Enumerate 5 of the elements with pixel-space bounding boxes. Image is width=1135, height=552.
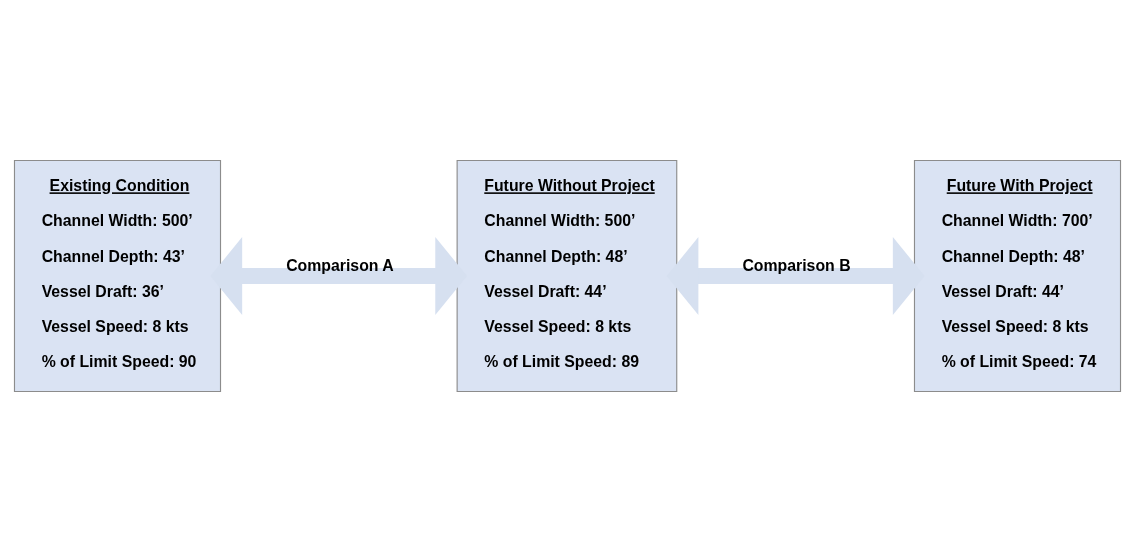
node-box: Future With Project Channel Width: 700’ Channel Depth: 48’ Vessel Draft: 44’ Vessel Speed: 8 kts % of Limit Speed: 74 <box>913 159 1122 393</box>
node-box: Existing Condition Channel Width: 500’ Channel Depth: 43’ Vessel Draft: 36’ Vessel Speed: 8 kts % of Limit Speed: 90 <box>13 159 222 393</box>
node-box: Future Without Project Channel Width: 500’ Channel Depth: 48’ Vessel Draft: 44’ Vessel Speed: 8 kts % of Limit Speed: 89 <box>456 159 678 393</box>
edge-label: Comparison A <box>286 256 394 274</box>
edge-label: Comparison B <box>742 256 851 274</box>
